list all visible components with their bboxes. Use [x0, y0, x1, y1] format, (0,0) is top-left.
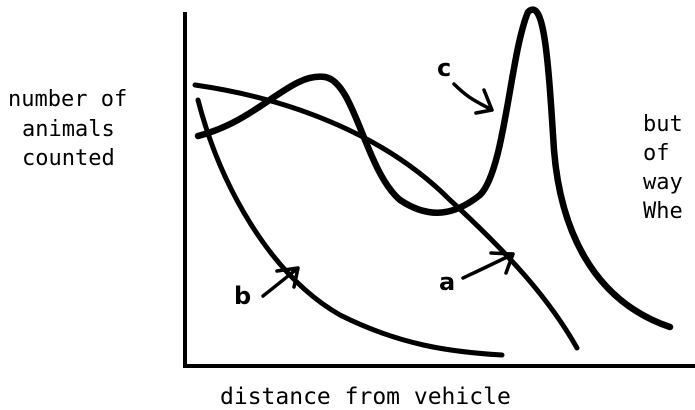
side-text-line-4: Whe: [643, 199, 683, 224]
arrow-b: [261, 266, 300, 298]
curve-label-c: c: [437, 54, 451, 82]
x-axis-label: distance from vehicle: [220, 384, 511, 410]
side-text-line-3: way: [643, 170, 683, 195]
curve-label-b: b: [234, 282, 251, 310]
curve-c: [194, 6, 674, 331]
y-axis-label-line-1: number of: [8, 87, 127, 112]
curve-label-a: a: [439, 268, 455, 296]
arrow-c: [452, 82, 494, 115]
curve-b: [195, 97, 505, 358]
arrow-a: [461, 251, 515, 280]
side-text-line-2: of: [643, 141, 670, 166]
side-text-line-1: but: [643, 112, 683, 137]
y-axis-label-line-2: animals: [22, 117, 115, 142]
y-axis-label-line-3: counted: [22, 146, 115, 171]
curve-a: [192, 82, 580, 351]
